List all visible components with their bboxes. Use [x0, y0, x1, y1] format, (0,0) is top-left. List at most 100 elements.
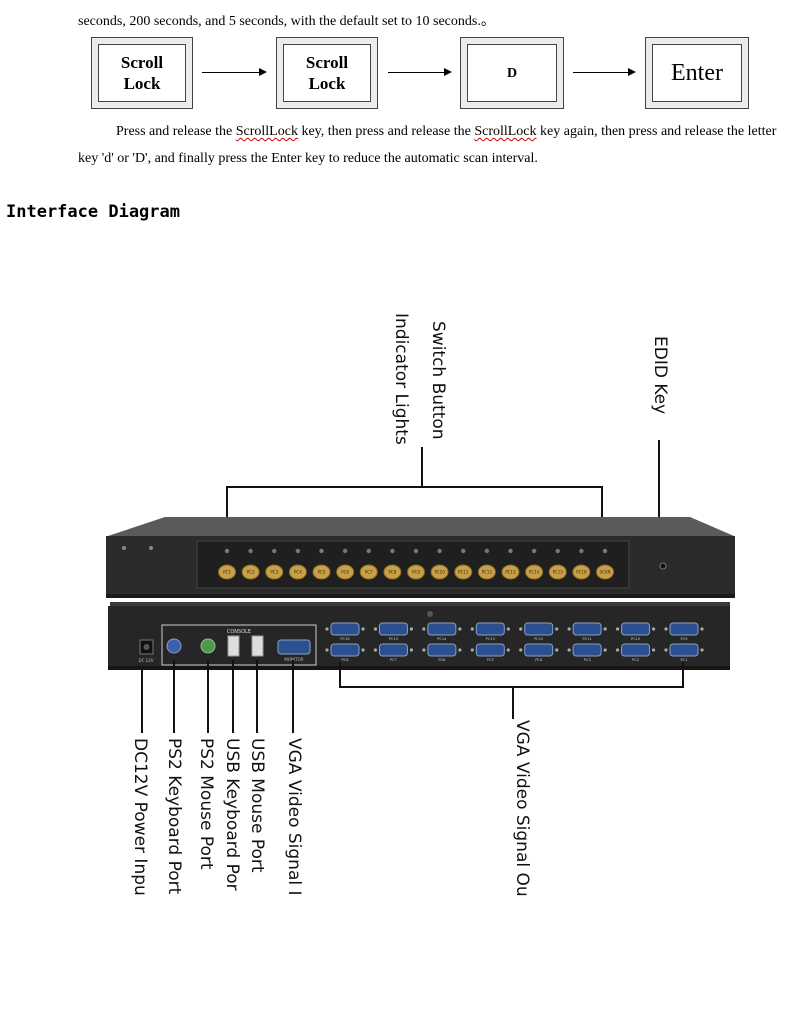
ps2-mouse-label: PS2 Mouse Port — [196, 738, 216, 870]
front-button-label: SCAN — [599, 570, 610, 575]
vga-out-port-pc11: PC11 — [567, 622, 607, 641]
indicator-light — [508, 548, 513, 554]
section-heading: Interface Diagram — [6, 202, 180, 222]
port-label: PC16 — [340, 637, 350, 641]
vga-out-port-pc14: PC14 — [422, 622, 462, 641]
front-button-label: PC3 — [270, 570, 278, 575]
port-label: PC6 — [438, 658, 446, 662]
front-button-pc4[interactable]: PC4 — [288, 564, 307, 580]
edid-key-label: EDID Key — [650, 336, 670, 415]
key-label: Enter — [652, 44, 742, 102]
usb-keyboard-port — [227, 635, 240, 657]
usb-keyboard-label: USB Keyboard Por — [222, 738, 242, 891]
front-button-pc12[interactable]: PC12 — [477, 564, 496, 580]
port-label: PC15 — [389, 637, 398, 641]
key-scroll-lock-2: Scroll Lock — [276, 37, 378, 109]
usb-mouse-label: USB Mouse Port — [247, 738, 267, 873]
front-button-pc6[interactable]: PC6 — [336, 564, 355, 580]
indicator-light — [248, 548, 253, 554]
ps2-keyboard-port — [166, 638, 182, 654]
indicator-light — [461, 548, 466, 554]
front-button-label: PC16 — [576, 570, 587, 575]
front-button-label: PC2 — [247, 570, 255, 575]
port-label: PC5 — [487, 658, 494, 662]
indicator-light — [413, 548, 419, 554]
front-button-pc16[interactable]: PC16 — [572, 564, 591, 580]
indicator-light — [531, 548, 537, 554]
port-label: PC7 — [390, 658, 397, 662]
vga-out-port-pc2: PC2 — [615, 643, 656, 662]
instruction-text: key, then press and release the — [297, 124, 475, 139]
front-button-pc11[interactable]: PC11 — [454, 564, 473, 580]
front-button-label: PC8 — [389, 570, 397, 575]
usb-mouse-port — [251, 635, 264, 657]
monitor-label: MONITOR — [284, 657, 303, 662]
vga-out-port-pc3: PC3 — [567, 643, 607, 662]
arrow-icon — [573, 68, 636, 76]
ps2-keyboard-label: PS2 Keyboard Port — [164, 738, 184, 895]
vga-out-port-pc5: PC5 — [470, 643, 510, 662]
vga-out-port-pc10: PC10 — [615, 622, 656, 641]
key-label: D — [467, 44, 557, 102]
port-label: PC4 — [535, 658, 543, 662]
indicator-light — [319, 548, 324, 554]
vga-out-port-pc16: PC16 — [325, 622, 365, 641]
front-button-label: PC7 — [365, 570, 373, 575]
indicator-light — [602, 548, 608, 554]
front-button-label: PC10 — [434, 570, 445, 575]
arrow-icon — [388, 68, 452, 76]
front-panel: PC1 PC2 PC3 PC4 PC5 PC6 PC7 PC8 PC9 PC10 PC11 PC12 P… — [106, 517, 735, 598]
console-label: CONSOLE — [227, 629, 251, 635]
vga-out-port-pc1: PC1 — [664, 643, 704, 662]
front-button-pc7[interactable]: PC7 — [359, 564, 378, 580]
key-d: D — [460, 37, 564, 109]
port-label: PC10 — [631, 637, 641, 641]
front-button-label: PC15 — [553, 570, 564, 575]
vga-out-port-pc4: PC4 — [519, 643, 559, 662]
front-button-label: PC11 — [458, 570, 469, 575]
indicator-light — [579, 548, 584, 554]
front-button-pc15[interactable]: PC15 — [548, 564, 567, 580]
front-button-pc2[interactable]: PC2 — [241, 564, 260, 580]
front-button-scan[interactable]: SCAN — [596, 564, 614, 580]
indicator-light — [555, 548, 560, 554]
front-button-pc5[interactable]: PC5 — [312, 564, 331, 580]
front-button-pc1[interactable]: PC1 — [218, 564, 236, 580]
indicator-light — [295, 548, 301, 554]
instruction-paragraph: Press and release the ScrollLock key, th… — [78, 118, 794, 172]
key-label: Scroll Lock — [283, 44, 371, 102]
instruction-key: ScrollLock — [474, 124, 537, 139]
front-button-pc8[interactable]: PC8 — [383, 564, 402, 580]
front-button-label: PC6 — [341, 570, 349, 575]
front-button-pc10[interactable]: PC10 — [430, 564, 449, 580]
intro-text: seconds, 200 seconds, and 5 seconds, wit… — [78, 14, 495, 29]
front-button-pc9[interactable]: PC9 — [407, 564, 425, 580]
port-label: PC9 — [681, 637, 689, 641]
front-button-label: PC1 — [223, 570, 231, 575]
front-button-label: PC5 — [318, 570, 326, 575]
instruction-key: ScrollLock — [235, 124, 298, 139]
front-button-label: PC4 — [294, 570, 302, 575]
key-sequence: Scroll Lock Scroll Lock D Enter — [0, 0, 804, 120]
key-enter: Enter — [645, 37, 749, 109]
indicator-light — [366, 548, 371, 554]
indicator-light — [272, 548, 277, 554]
front-button-pc14[interactable]: PC14 — [525, 564, 544, 580]
vga-out-port-pc8: PC8 — [325, 643, 365, 662]
vga-out-port-pc13: PC13 — [470, 622, 510, 641]
vga-out-port-pc9: PC9 — [664, 622, 704, 641]
vga-out-port-pc7: PC7 — [373, 643, 414, 662]
key-label: Scroll Lock — [98, 44, 186, 102]
front-button-pc13[interactable]: PC13 — [501, 564, 520, 580]
indicator-lights-label: Indicator Lights — [391, 313, 411, 445]
dc-power-label: DC12V Power Inpu — [130, 738, 150, 896]
indicator-light — [484, 548, 490, 554]
port-label: PC2 — [632, 658, 639, 662]
front-button-pc3[interactable]: PC3 — [265, 564, 284, 580]
port-label: PC3 — [584, 658, 591, 662]
indicator-light — [224, 548, 230, 554]
callout-lines-bottom — [141, 660, 684, 733]
vga-out-label: VGA Video Signal Ou — [512, 720, 532, 897]
